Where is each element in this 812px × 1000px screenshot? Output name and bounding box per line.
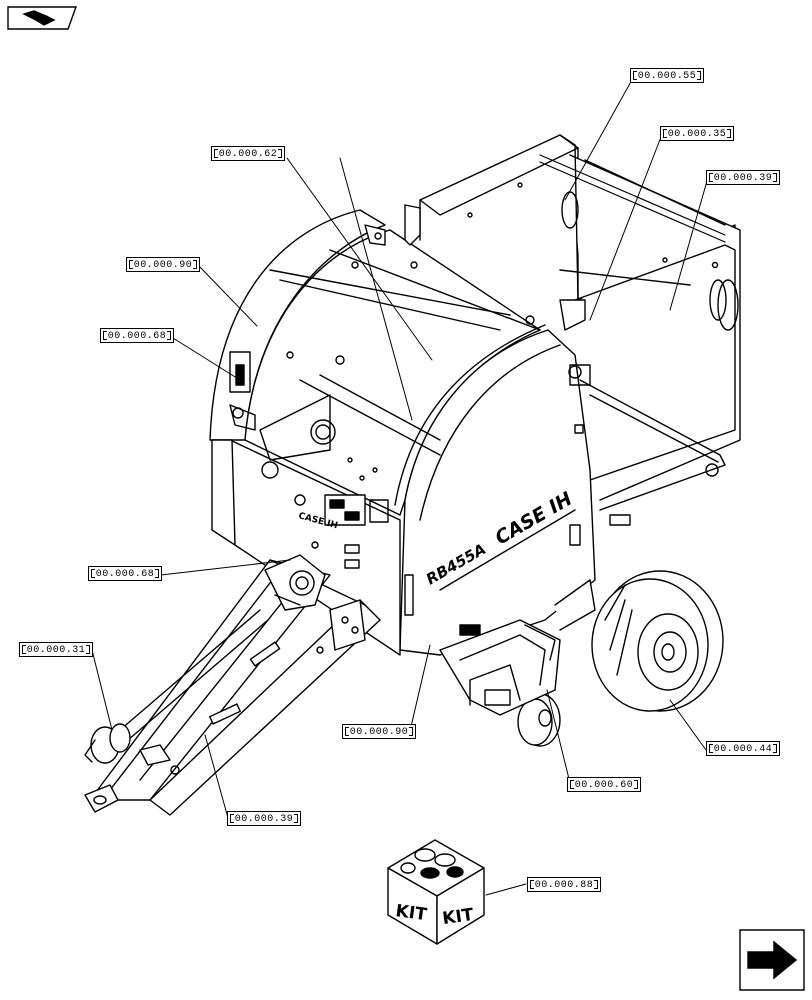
- callout-00-000-44[interactable]: 00.000.44: [706, 741, 780, 756]
- callout-00-000-39-bottom[interactable]: 00.000.39: [227, 811, 301, 826]
- callout-00-000-60[interactable]: 00.000.60: [567, 777, 641, 792]
- pickup-assembly: [439, 579, 596, 716]
- callout-00-000-90-top[interactable]: 00.000.90: [126, 257, 200, 272]
- callout-00-000-88[interactable]: 00.000.88: [527, 877, 601, 892]
- callout-00-000-90-bottom[interactable]: 00.000.90: [342, 724, 416, 739]
- callout-00-000-55[interactable]: 00.000.55: [630, 68, 704, 83]
- callout-00-000-39-top[interactable]: 00.000.39: [706, 170, 780, 185]
- bale-chamber: CASE IH RB455A CASE IH: [209, 204, 631, 656]
- book-forward-nav-icon[interactable]: [6, 5, 78, 31]
- gauge-wheel: [517, 693, 561, 747]
- kit-label-right: KIT: [441, 905, 475, 929]
- next-page-arrow-icon[interactable]: [738, 928, 806, 992]
- main-wheel: [591, 570, 724, 712]
- callout-00-000-31[interactable]: 00.000.31: [19, 642, 93, 657]
- leader-lines: [91, 77, 708, 896]
- callout-00-000-68-mid[interactable]: 00.000.68: [88, 566, 162, 581]
- kit-label-left: KIT: [394, 901, 428, 925]
- callout-00-000-35[interactable]: 00.000.35: [660, 126, 734, 141]
- tailgate-frame: [419, 134, 741, 511]
- drawbar-tongue: [84, 554, 381, 816]
- callout-00-000-62[interactable]: 00.000.62: [211, 146, 285, 161]
- kit-box: KIT KIT: [387, 839, 485, 945]
- callout-00-000-68-top[interactable]: 00.000.68: [100, 328, 174, 343]
